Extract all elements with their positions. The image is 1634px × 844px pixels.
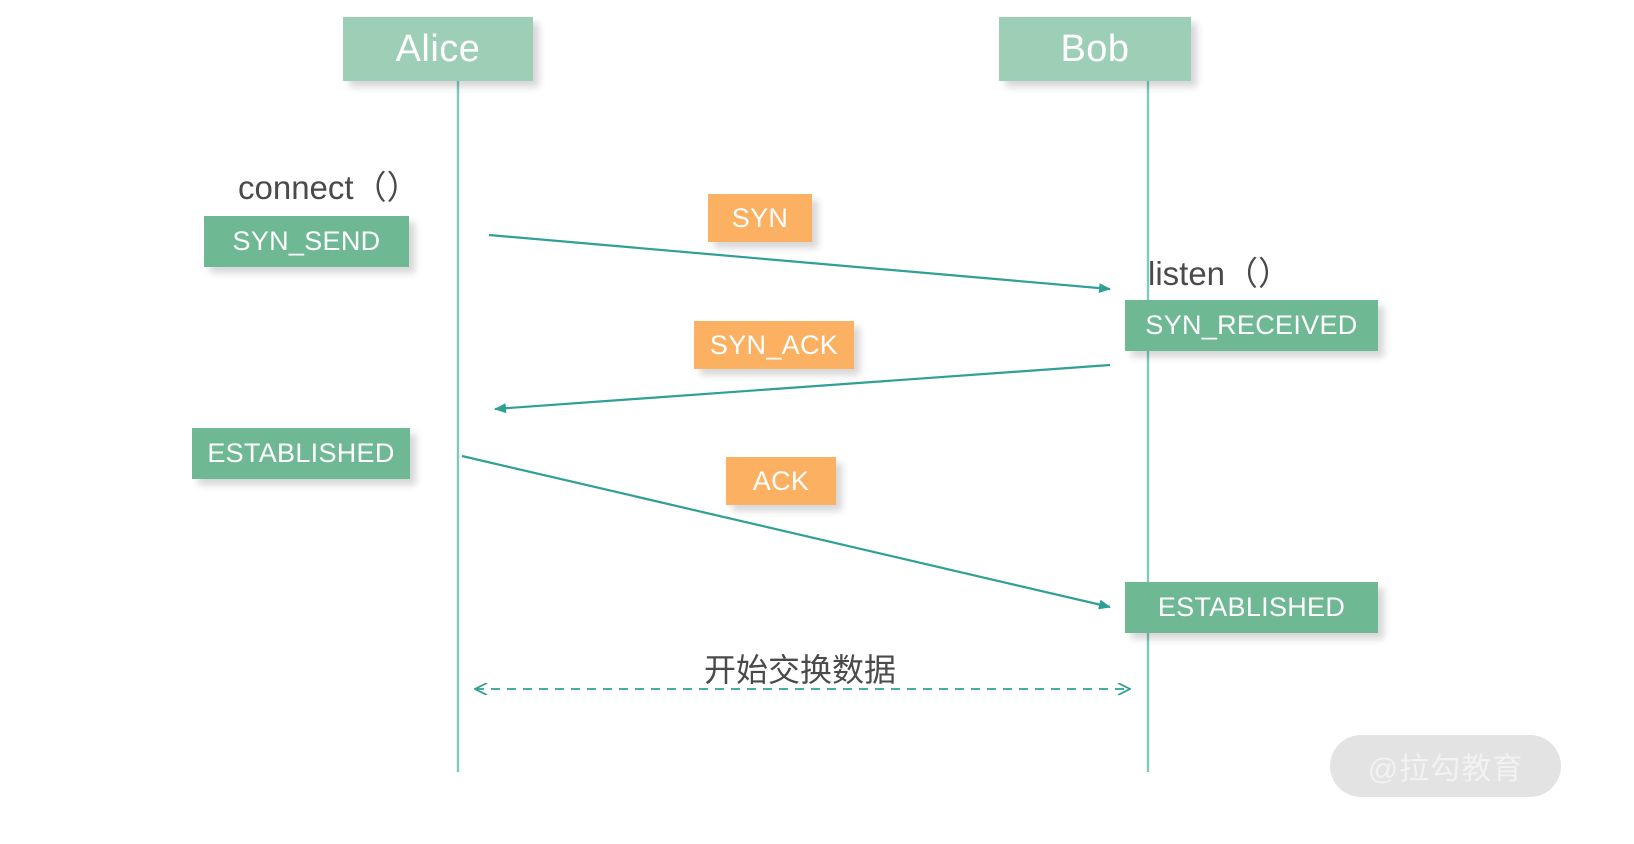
state-label-established-alice: ESTABLISHED <box>207 438 395 468</box>
message-box-syn[interactable]: SYN <box>708 194 812 242</box>
state-box-established-bob[interactable]: ESTABLISHED <box>1125 582 1378 633</box>
arrow-ack <box>461 454 1111 610</box>
state-box-syn-send[interactable]: SYN_SEND <box>204 216 409 267</box>
state-box-established-alice[interactable]: ESTABLISHED <box>192 428 410 479</box>
arrow-syn <box>488 233 1111 294</box>
watermark-text: @拉勾教育 <box>1367 753 1524 786</box>
message-label-ack: ACK <box>752 465 810 496</box>
message-box-ack[interactable]: ACK <box>726 457 836 505</box>
actor-header-alice[interactable]: Alice <box>343 17 533 81</box>
actor-label-alice: Alice <box>395 27 481 70</box>
actor-label-bob: Bob <box>1060 27 1130 70</box>
watermark-badge: @拉勾教育 <box>1330 735 1561 797</box>
state-box-syn-received[interactable]: SYN_RECEIVED <box>1125 300 1378 351</box>
state-label-syn-received: SYN_RECEIVED <box>1145 310 1358 340</box>
message-box-syn-ack[interactable]: SYN_ACK <box>694 321 854 369</box>
message-label-syn: SYN <box>731 202 789 233</box>
call-label-listen: listen（） <box>1148 255 1292 292</box>
call-label-connect: connect（） <box>238 169 420 206</box>
actor-header-bob[interactable]: Bob <box>999 17 1191 81</box>
message-label-syn-ack: SYN_ACK <box>709 329 839 360</box>
state-label-established-bob: ESTABLISHED <box>1157 592 1346 622</box>
state-label-syn-send: SYN_SEND <box>232 226 381 256</box>
arrow-syn-ack <box>494 363 1111 414</box>
